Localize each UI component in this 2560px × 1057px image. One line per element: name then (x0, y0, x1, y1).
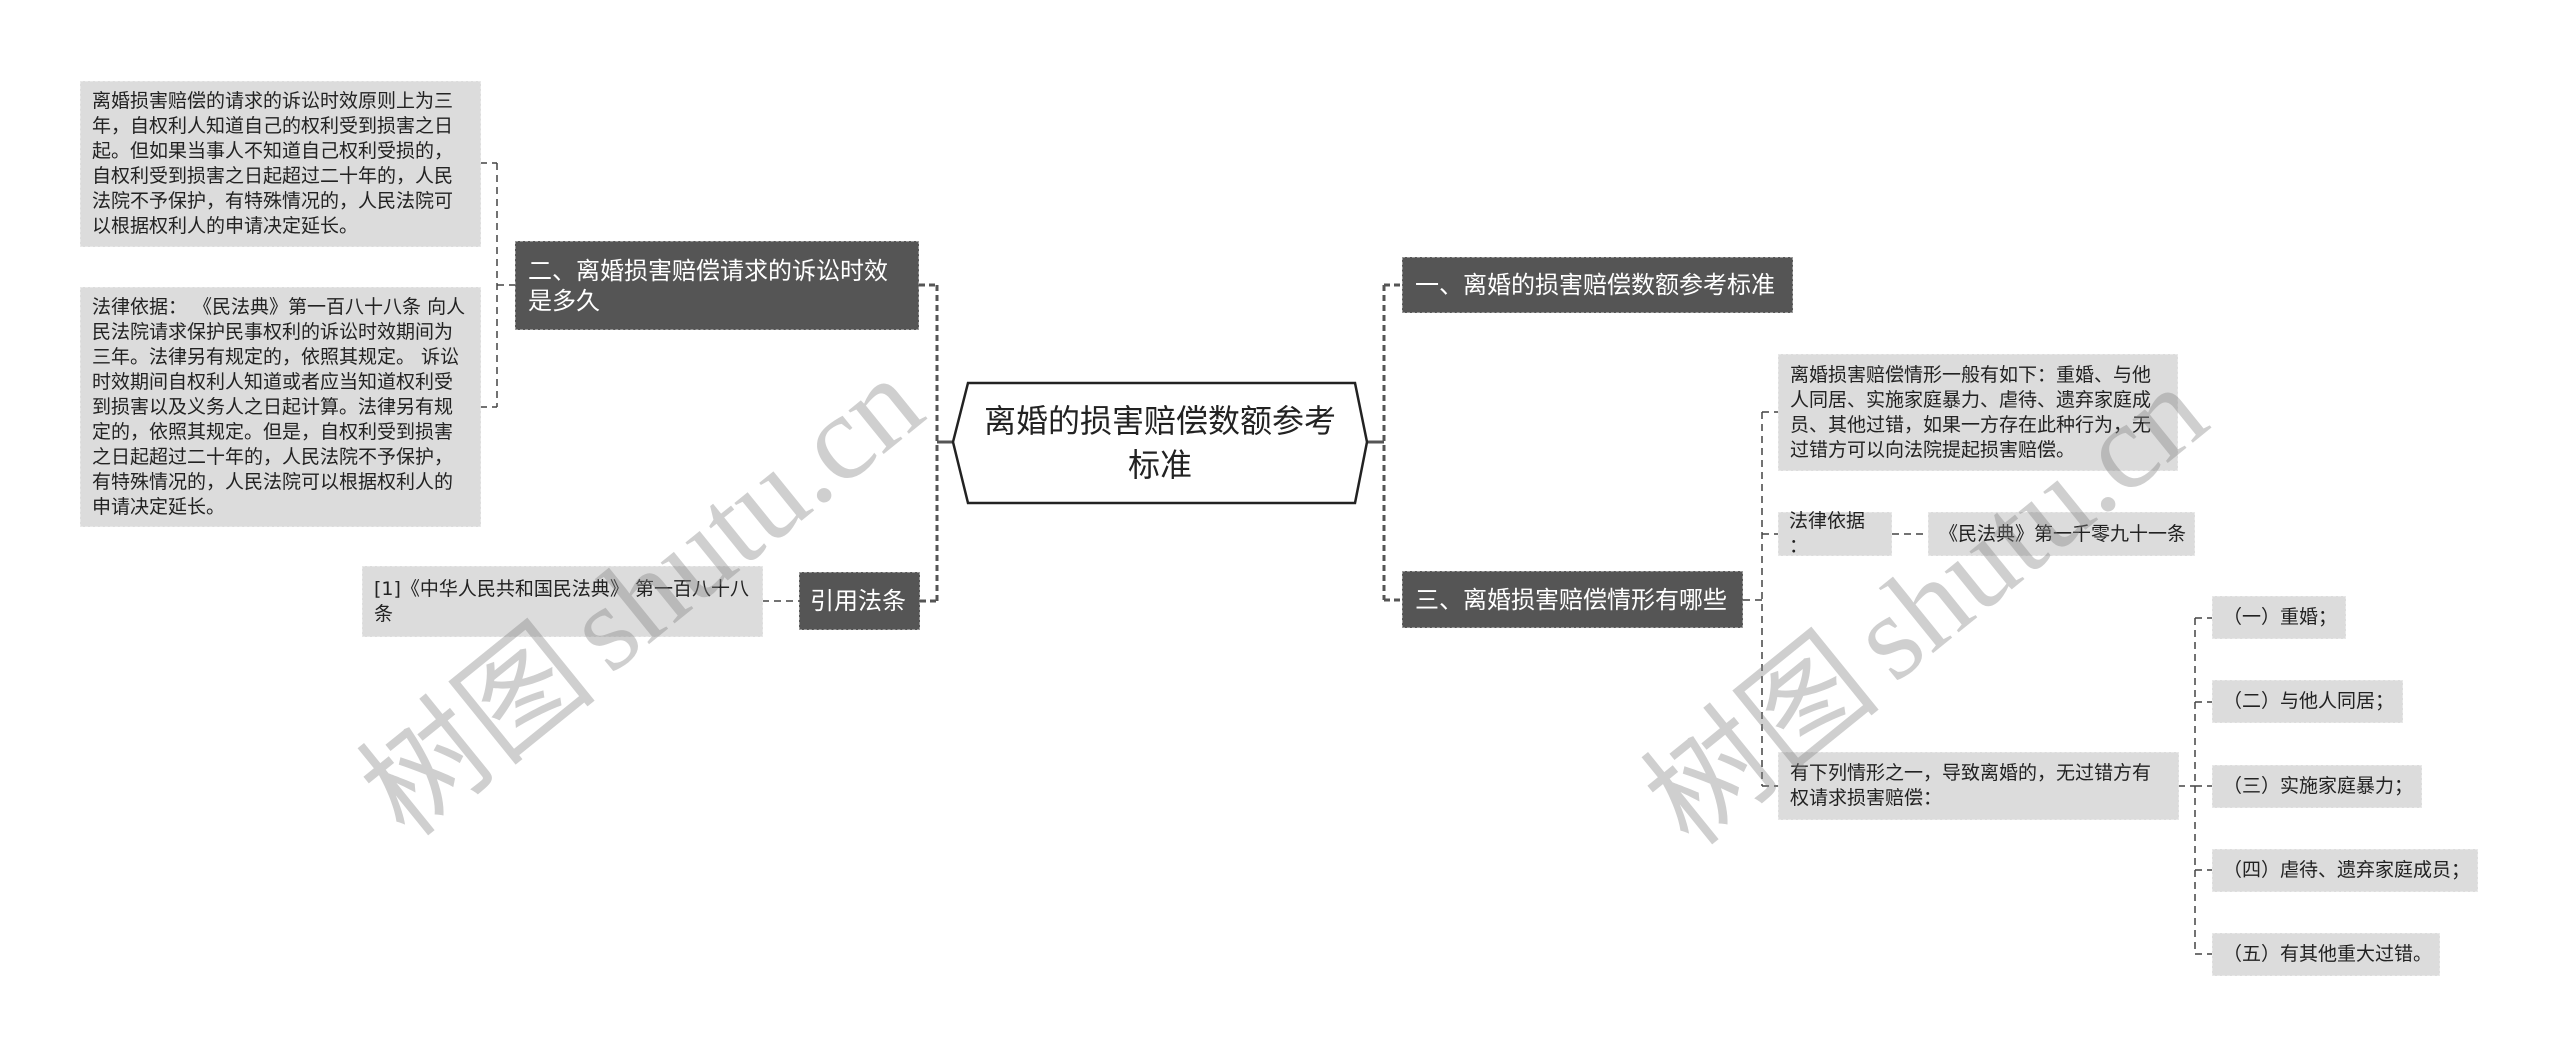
topic-compensation-situations: 三、离婚损害赔偿情形有哪些 (1402, 571, 1743, 628)
note-situations-summary-text: 离婚损害赔偿情形一般有如下：重婚、与他人同居、实施家庭暴力、虐待、遗弃家庭成员、… (1790, 363, 2152, 461)
topic-compensation-standard-label: 一、离婚的损害赔偿数额参考标准 (1415, 271, 1775, 299)
condition-item: （四）虐待、遗弃家庭成员； (2212, 849, 2478, 892)
legal-basis-value: 《民法典》第一千零九十一条 (1928, 512, 2195, 556)
topic-cited-laws: 引用法条 (799, 572, 920, 630)
topic-limitation-period-label: 二、离婚损害赔偿请求的诉讼时效是多久 (528, 256, 888, 315)
legal-basis-value-text: 《民法典》第一千零九十一条 (1939, 522, 2187, 545)
topic-compensation-standard: 一、离婚的损害赔偿数额参考标准 (1402, 257, 1793, 313)
legal-basis-label-text: 法律依据： (1789, 510, 1866, 557)
condition-item: （三）实施家庭暴力； (2212, 765, 2422, 808)
condition-item: （二）与他人同居； (2212, 680, 2403, 723)
root-topic: 离婚的损害赔偿数额参考标准 (953, 383, 1367, 503)
citation-item-text: [1]《中华人民共和国民法典》 第一百八十八条 (374, 577, 749, 625)
condition-item-text: （一）重婚； (2223, 606, 2338, 628)
topic-cited-laws-label: 引用法条 (810, 587, 906, 615)
topic-limitation-period: 二、离婚损害赔偿请求的诉讼时效是多久 (515, 241, 919, 330)
note-limitation-rule: 离婚损害赔偿的请求的诉讼时效原则上为三年，自权利人知道自己的权利受到损害之日起。… (80, 81, 481, 247)
note-limitation-rule-text: 离婚损害赔偿的请求的诉讼时效原则上为三年，自权利人知道自己的权利受到损害之日起。… (92, 90, 454, 237)
citation-item: [1]《中华人民共和国民法典》 第一百八十八条 (362, 566, 763, 637)
root-topic-shape (951, 381, 1369, 505)
condition-item: （一）重婚； (2212, 596, 2346, 639)
condition-item: （五）有其他重大过错。 (2212, 933, 2440, 976)
condition-item-text: （四）虐待、遗弃家庭成员； (2223, 859, 2471, 881)
note-conditions: 有下列情形之一，导致离婚的，无过错方有权请求损害赔偿： (1778, 752, 2179, 820)
condition-item-text: （五）有其他重大过错。 (2223, 943, 2433, 965)
condition-item-text: （二）与他人同居； (2223, 690, 2395, 712)
note-legal-basis-article-188-text: 法律依据： 《民法典》第一百八十八条 向人民法院请求保护民事权利的诉讼时效期间为… (92, 295, 466, 518)
note-situations-summary: 离婚损害赔偿情形一般有如下：重婚、与他人同居、实施家庭暴力、虐待、遗弃家庭成员、… (1778, 354, 2178, 471)
legal-basis-label: 法律依据： (1778, 510, 1892, 557)
topic-compensation-situations-label: 三、离婚损害赔偿情形有哪些 (1415, 585, 1727, 614)
note-legal-basis-article-188: 法律依据： 《民法典》第一百八十八条 向人民法院请求保护民事权利的诉讼时效期间为… (80, 287, 481, 527)
condition-item-text: （三）实施家庭暴力； (2223, 775, 2414, 797)
root-topic-label: 离婚的损害赔偿数额参考标准 (983, 402, 1336, 484)
note-conditions-text: 有下列情形之一，导致离婚的，无过错方有权请求损害赔偿： (1790, 762, 2152, 809)
